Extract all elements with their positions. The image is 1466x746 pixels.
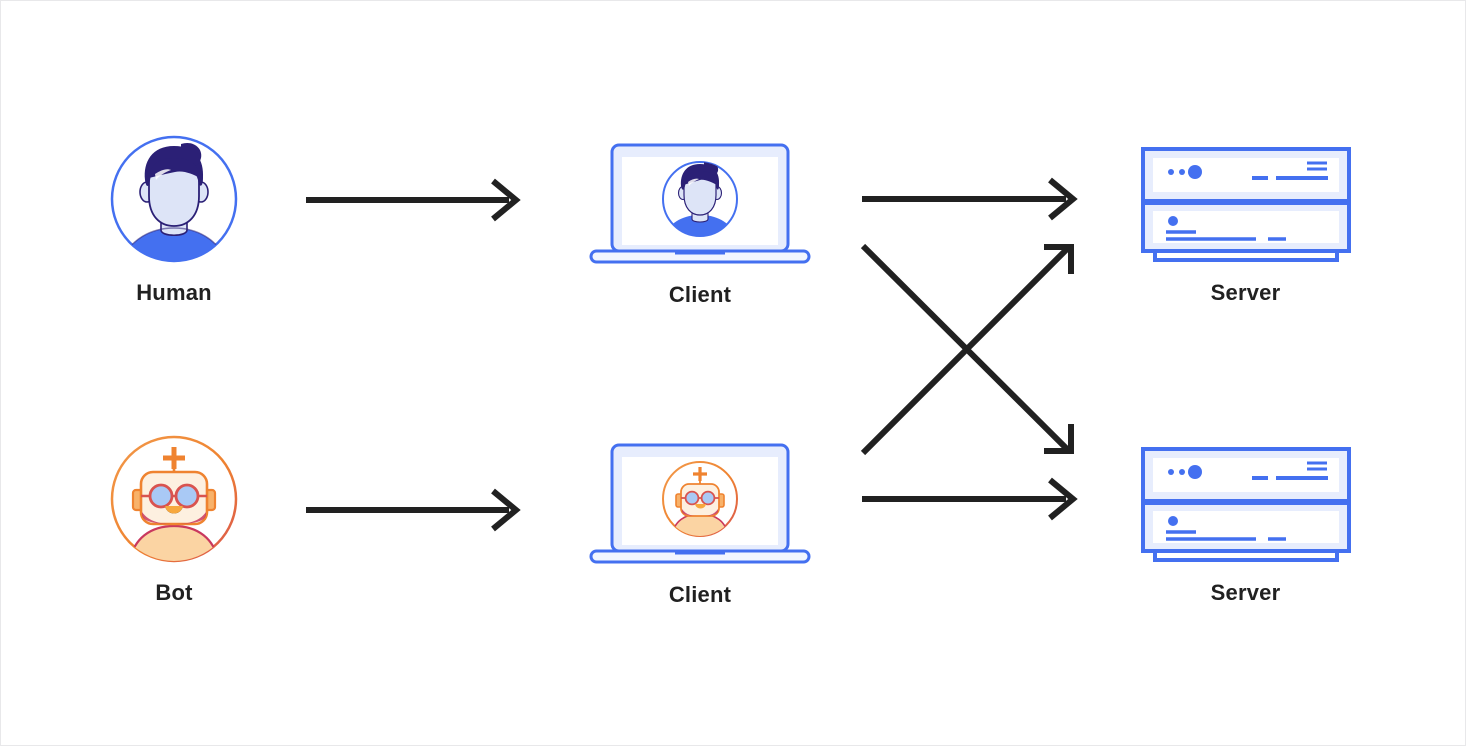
bot-avatar-icon [109,434,239,564]
arrow-client-bottom-to-server-bottom [862,477,1078,521]
arrow-client-bottom-to-server-top [860,244,1074,456]
node-server-bottom[interactable]: Server [1133,441,1358,606]
node-client-bottom[interactable]: Client [585,441,815,608]
arrow-human-to-client [306,178,521,222]
human-avatar-icon [109,134,239,264]
node-server-top[interactable]: Server [1133,141,1358,306]
node-human[interactable]: Human [108,134,240,306]
node-bot[interactable]: Bot [108,434,240,606]
arrow-client-top-to-server-bottom [860,243,1074,454]
server-rack-icon [1135,441,1357,566]
arrow-bot-to-client [306,488,521,532]
server-rack-icon [1135,141,1357,266]
node-client-top[interactable]: Client [585,141,815,308]
node-label-client-top: Client [668,282,732,307]
node-label-server-top: Server [1210,280,1281,305]
node-label-human: Human [136,280,212,305]
node-label-client-bottom: Client [668,582,732,607]
arrow-client-top-to-server-top [862,177,1078,221]
laptop-with-human-avatar-icon [587,141,813,266]
node-label-bot: Bot [155,580,193,605]
node-label-server-bottom: Server [1210,580,1281,605]
laptop-with-bot-avatar-icon [587,441,813,566]
